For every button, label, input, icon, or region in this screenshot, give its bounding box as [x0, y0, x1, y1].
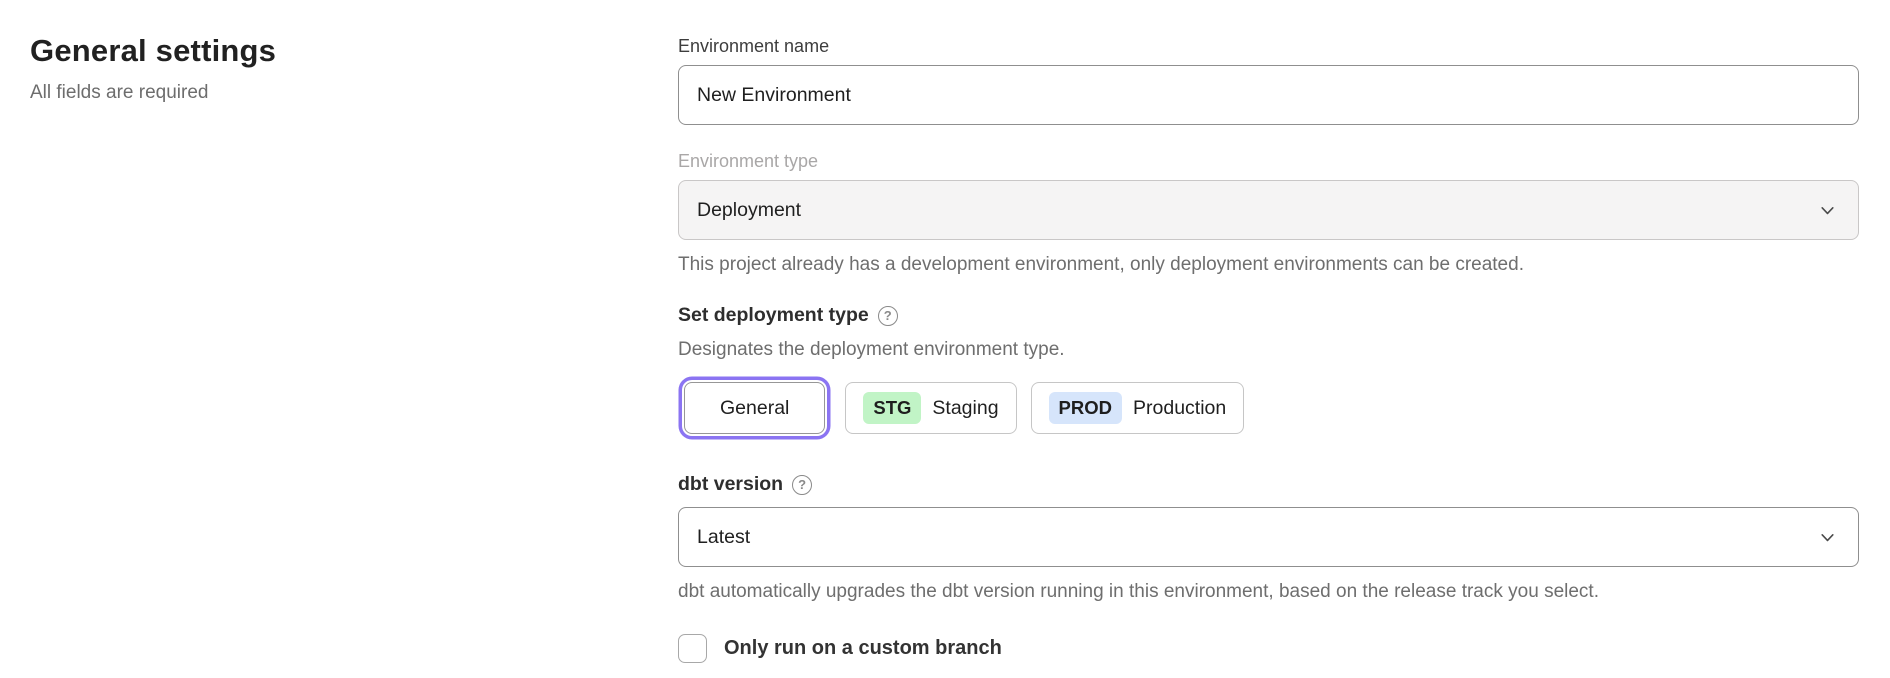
- environment-type-select: Deployment: [678, 180, 1859, 240]
- deployment-type-label: Set deployment type: [678, 304, 869, 326]
- deployment-type-options: General STG Staging PROD Production: [678, 376, 1859, 440]
- environment-name-label: Environment name: [678, 36, 830, 56]
- deployment-type-production-button[interactable]: PROD Production: [1030, 382, 1245, 434]
- environment-type-label: Environment type: [678, 151, 819, 171]
- dbt-version-heading: dbt version ?: [678, 473, 1859, 496]
- page-subtitle: All fields are required: [30, 82, 209, 103]
- custom-branch-label[interactable]: Only run on a custom branch: [724, 637, 1002, 659]
- deployment-type-general-label: General: [720, 396, 790, 419]
- chevron-down-icon: [1819, 202, 1836, 219]
- dbt-version-label: dbt version: [678, 473, 784, 495]
- chevron-down-icon: [1819, 529, 1836, 546]
- page-title: General settings: [30, 33, 277, 68]
- deployment-type-heading: Set deployment type ?: [678, 304, 1859, 327]
- environment-name-input[interactable]: [678, 65, 1859, 125]
- environment-type-helper: This project already has a development e…: [678, 254, 1524, 275]
- deployment-type-staging-button[interactable]: STG Staging: [845, 382, 1017, 434]
- custom-branch-checkbox[interactable]: [678, 634, 707, 663]
- staging-badge: STG: [863, 392, 922, 424]
- production-badge: PROD: [1048, 392, 1122, 424]
- dbt-version-value: Latest: [697, 525, 751, 548]
- deployment-type-production-label: Production: [1133, 396, 1227, 419]
- help-icon[interactable]: ?: [792, 474, 813, 495]
- dbt-version-select[interactable]: Latest: [678, 507, 1859, 567]
- deployment-type-staging-label: Staging: [932, 396, 999, 419]
- help-icon[interactable]: ?: [877, 305, 898, 326]
- general-settings-form: Environment name Environment type Deploy…: [678, 36, 1859, 663]
- page-header: General settings All fields are required: [30, 33, 590, 104]
- environment-type-value: Deployment: [697, 198, 802, 221]
- deployment-type-general-button[interactable]: General: [684, 382, 826, 434]
- custom-branch-row: Only run on a custom branch: [678, 634, 1859, 663]
- deployment-type-helper: Designates the deployment environment ty…: [678, 339, 1065, 360]
- dbt-version-helper: dbt automatically upgrades the dbt versi…: [678, 581, 1599, 602]
